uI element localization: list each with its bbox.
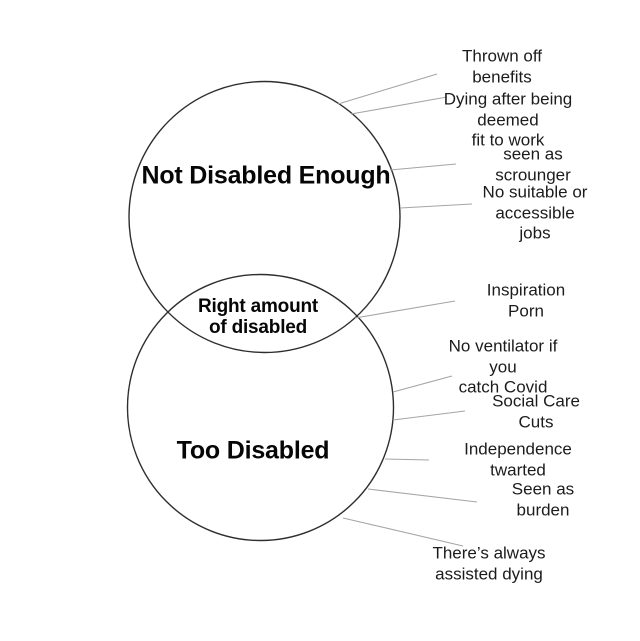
bottom-circle-title: Too Disabled: [176, 436, 330, 465]
leader-line-social-care-cuts: [392, 410, 466, 421]
leader-line-inspiration-porn: [354, 300, 456, 319]
venn-circle-too-disabled: [126, 273, 395, 542]
annotation-no-ventilator: No ventilator if you catch Covid: [448, 336, 558, 397]
leader-line-seen-as-scrounger: [389, 163, 457, 171]
leader-line-seen-as-burden: [367, 488, 478, 503]
annotation-assisted-dying: There’s always assisted dying: [432, 543, 546, 584]
annotation-no-suitable-jobs: No suitable or accessible jobs: [482, 182, 588, 243]
annotation-independence-twarted: Independence twarted: [464, 439, 572, 480]
leader-line-independence-twarted: [384, 458, 430, 461]
venn-circle-not-disabled-enough: [128, 80, 401, 354]
top-circle-title: Not Disabled Enough: [141, 161, 391, 190]
annotation-inspiration-porn: Inspiration Porn: [486, 280, 566, 321]
leader-line-no-ventilator: [392, 375, 453, 393]
leader-line-assisted-dying: [342, 517, 464, 547]
leader-line-dying-after-deemed-fit: [350, 96, 448, 115]
annotation-seen-as-burden: Seen as burden: [511, 479, 575, 520]
annotation-thrown-off-benefits: Thrown off benefits: [461, 46, 542, 87]
annotation-seen-as-scrounger: seen as scrounger: [495, 144, 571, 185]
leader-line-no-suitable-jobs: [399, 203, 473, 209]
annotation-dying-after-deemed-fit: Dying after being deemed fit to work: [443, 89, 573, 150]
annotation-social-care-cuts: Social Care Cuts: [492, 391, 580, 432]
leader-line-thrown-off-benefits: [337, 73, 438, 105]
overlap-title: Right amount of disabled: [197, 296, 319, 338]
